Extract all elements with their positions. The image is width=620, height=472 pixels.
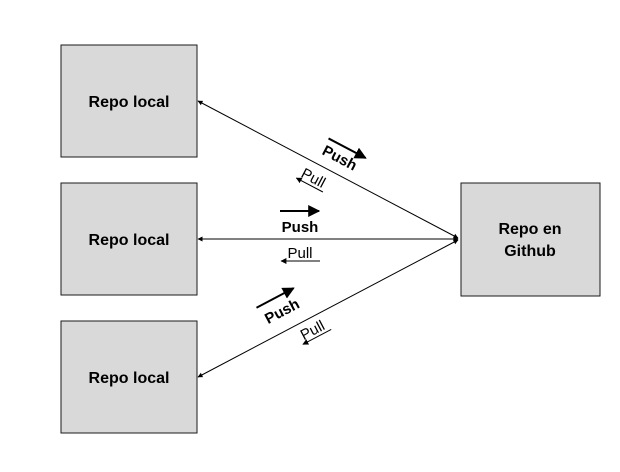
pull-arrow-3: [302, 328, 332, 345]
push-label-2: Push: [282, 219, 319, 236]
repo-local-node-2: Repo local: [60, 182, 198, 296]
push-arrow-1: [328, 137, 367, 159]
pull-arrow-1: [295, 177, 324, 193]
repo-local-box-2: [60, 182, 198, 296]
push-arrow-3: [256, 287, 295, 309]
push-label-1: Push: [319, 142, 359, 174]
pull-label-1: Pull: [298, 165, 328, 192]
github-repo-node: Repo en Github: [460, 182, 601, 297]
repo-local-label-3: Repo local: [89, 370, 170, 387]
connection-line-local-3: [197, 239, 459, 378]
edge-1-labels: Push Pull: [295, 137, 367, 193]
pull-label-3: Pull: [298, 317, 328, 344]
push-label-3: Push: [262, 296, 302, 328]
github-repo-label-line-1: Repo en: [498, 221, 561, 238]
repo-local-box-1: [60, 44, 198, 158]
github-repo-box: [460, 182, 601, 297]
repo-local-box-3: [60, 320, 198, 434]
connection-line-local-1: [197, 100, 459, 239]
repo-local-label-1: Repo local: [89, 94, 170, 111]
edge-2-labels: Push Pull: [280, 205, 321, 264]
pull-label-2: Pull: [287, 245, 312, 262]
edge-3-labels: Push Pull: [256, 287, 332, 345]
repo-local-label-2: Repo local: [89, 232, 170, 249]
github-repo-label-line-2: Github: [504, 243, 556, 260]
repo-local-node-1: Repo local: [60, 44, 198, 158]
repo-local-node-3: Repo local: [60, 320, 198, 434]
